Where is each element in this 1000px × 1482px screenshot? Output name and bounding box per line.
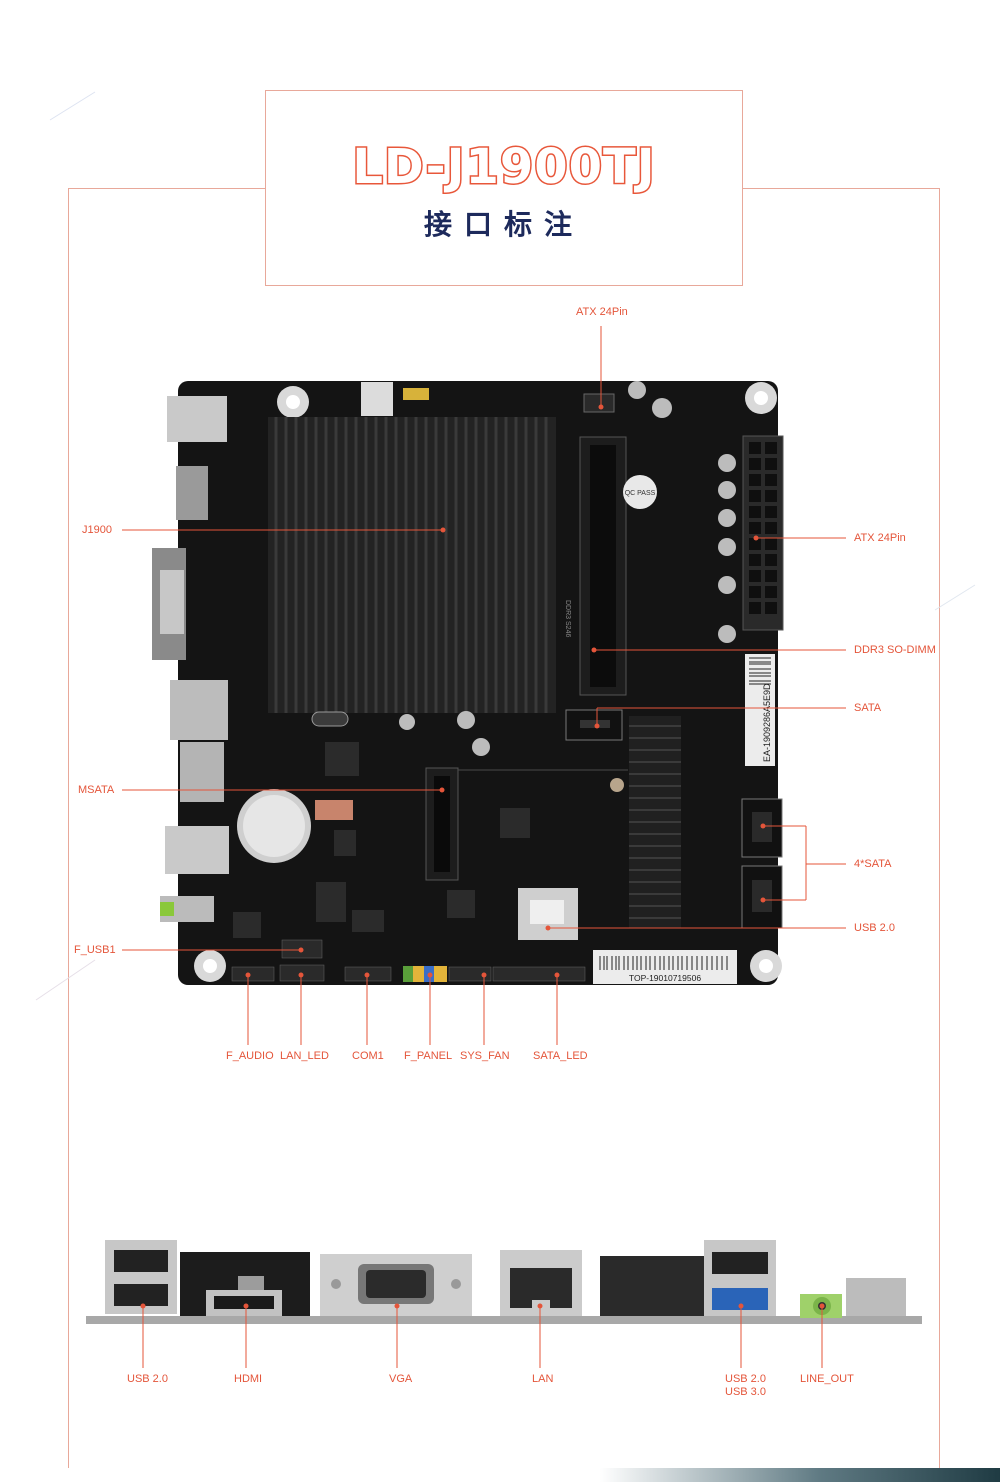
crystal [311, 711, 349, 727]
label-msata: MSATA [78, 784, 115, 796]
label-usb-2: USB 2.0 [854, 922, 895, 934]
f-panel-pin-green [403, 966, 413, 982]
bottom-sticker-text: TOP-19010719506 [629, 973, 701, 983]
ddr-marking: DDR3 S246 [564, 600, 571, 637]
rear-io-side-view [86, 1240, 922, 1324]
label-lan-led: LAN_LED [280, 1050, 329, 1062]
vga-port [320, 1254, 472, 1316]
light-streak [934, 584, 976, 611]
label-sata-led: SATA_LED [533, 1050, 588, 1062]
board-left-io [152, 396, 229, 922]
label-io-line-out: LINE_OUT [800, 1373, 854, 1385]
msata-slot [425, 767, 628, 881]
sata-connector [565, 709, 623, 741]
standoff [610, 778, 624, 792]
label-ddr3-so-dimm: DDR3 SO-DIMM [854, 644, 936, 656]
capacitors [399, 381, 736, 756]
rear-callout-dots [140, 1303, 825, 1309]
qc-pass-text: QC PASS [625, 490, 656, 497]
pcb-edge [86, 1316, 922, 1324]
white-connector [361, 382, 393, 416]
label-io-usb-2: USB 2.0 [127, 1373, 168, 1385]
cpu-heatsink [268, 417, 556, 713]
board-back-right [600, 1256, 704, 1316]
label-atx-24pin-right: ATX 24Pin [854, 532, 906, 544]
label-f-panel: F_PANEL [404, 1050, 453, 1062]
model-name: LD-J1900TJ [351, 138, 656, 197]
label-j1900: J1900 [82, 524, 112, 536]
mounting-hole-icon [745, 382, 777, 414]
atx-4pin-header [583, 393, 615, 413]
small-heatsink-side [846, 1278, 906, 1316]
barcode-sticker-side: EA-1909286A5E9D [745, 654, 775, 766]
label-sys-fan: SYS_FAN [460, 1050, 510, 1062]
mounting-hole-icon [194, 950, 226, 982]
label-atx-24pin-top: ATX 24Pin [576, 306, 628, 318]
light-streak [35, 959, 96, 1001]
label-io-vga: VGA [389, 1373, 413, 1385]
chipset-heatsink [629, 716, 681, 928]
bottom-gradient-bar [0, 1468, 1000, 1482]
mounting-hole-icon [277, 386, 309, 418]
side-sticker-text: EA-1909286A5E9D [762, 683, 772, 762]
mounting-hole-icon [750, 950, 782, 982]
sodimm-slot: DDR3 S246 [564, 436, 627, 696]
label-io-usb-3-line: USB 3.0 [725, 1386, 766, 1398]
callout-lines [122, 326, 846, 1045]
label-io-lan: LAN [532, 1373, 554, 1385]
atx-24pin-connector [742, 435, 784, 631]
usb-2-port-pair [105, 1240, 177, 1314]
label-f-usb1: F_USB1 [74, 944, 116, 956]
light-streak [49, 91, 96, 121]
label-io-hdmi: HDMI [234, 1373, 263, 1385]
usb-2-3-port-pair [704, 1240, 776, 1316]
rear-callout-lines [142, 1306, 823, 1368]
label-sata: SATA [854, 702, 882, 714]
chips [233, 742, 530, 938]
onboard-usb-port [518, 888, 578, 940]
label-f-audio: F_AUDIO [226, 1050, 274, 1062]
callout-dots [245, 404, 766, 978]
label-4-sata: 4*SATA [854, 858, 892, 870]
label-com1: COM1 [352, 1050, 384, 1062]
cmos-battery [237, 789, 311, 863]
subtitle: 接口标注 [423, 208, 584, 241]
motherboard-top-view: DDR3 S246 QC PASS [152, 381, 784, 985]
crystal-copper [315, 800, 353, 820]
barcode-sticker-bottom: TOP-19010719506 [593, 950, 737, 984]
jumper-header [403, 388, 429, 400]
label-io-usb-2-line: USB 2.0 [725, 1373, 766, 1385]
hdmi-port [206, 1276, 282, 1316]
title-box: LD-J1900TJ 接口标注 [265, 90, 743, 286]
qc-pass-tag: QC PASS [623, 475, 657, 509]
